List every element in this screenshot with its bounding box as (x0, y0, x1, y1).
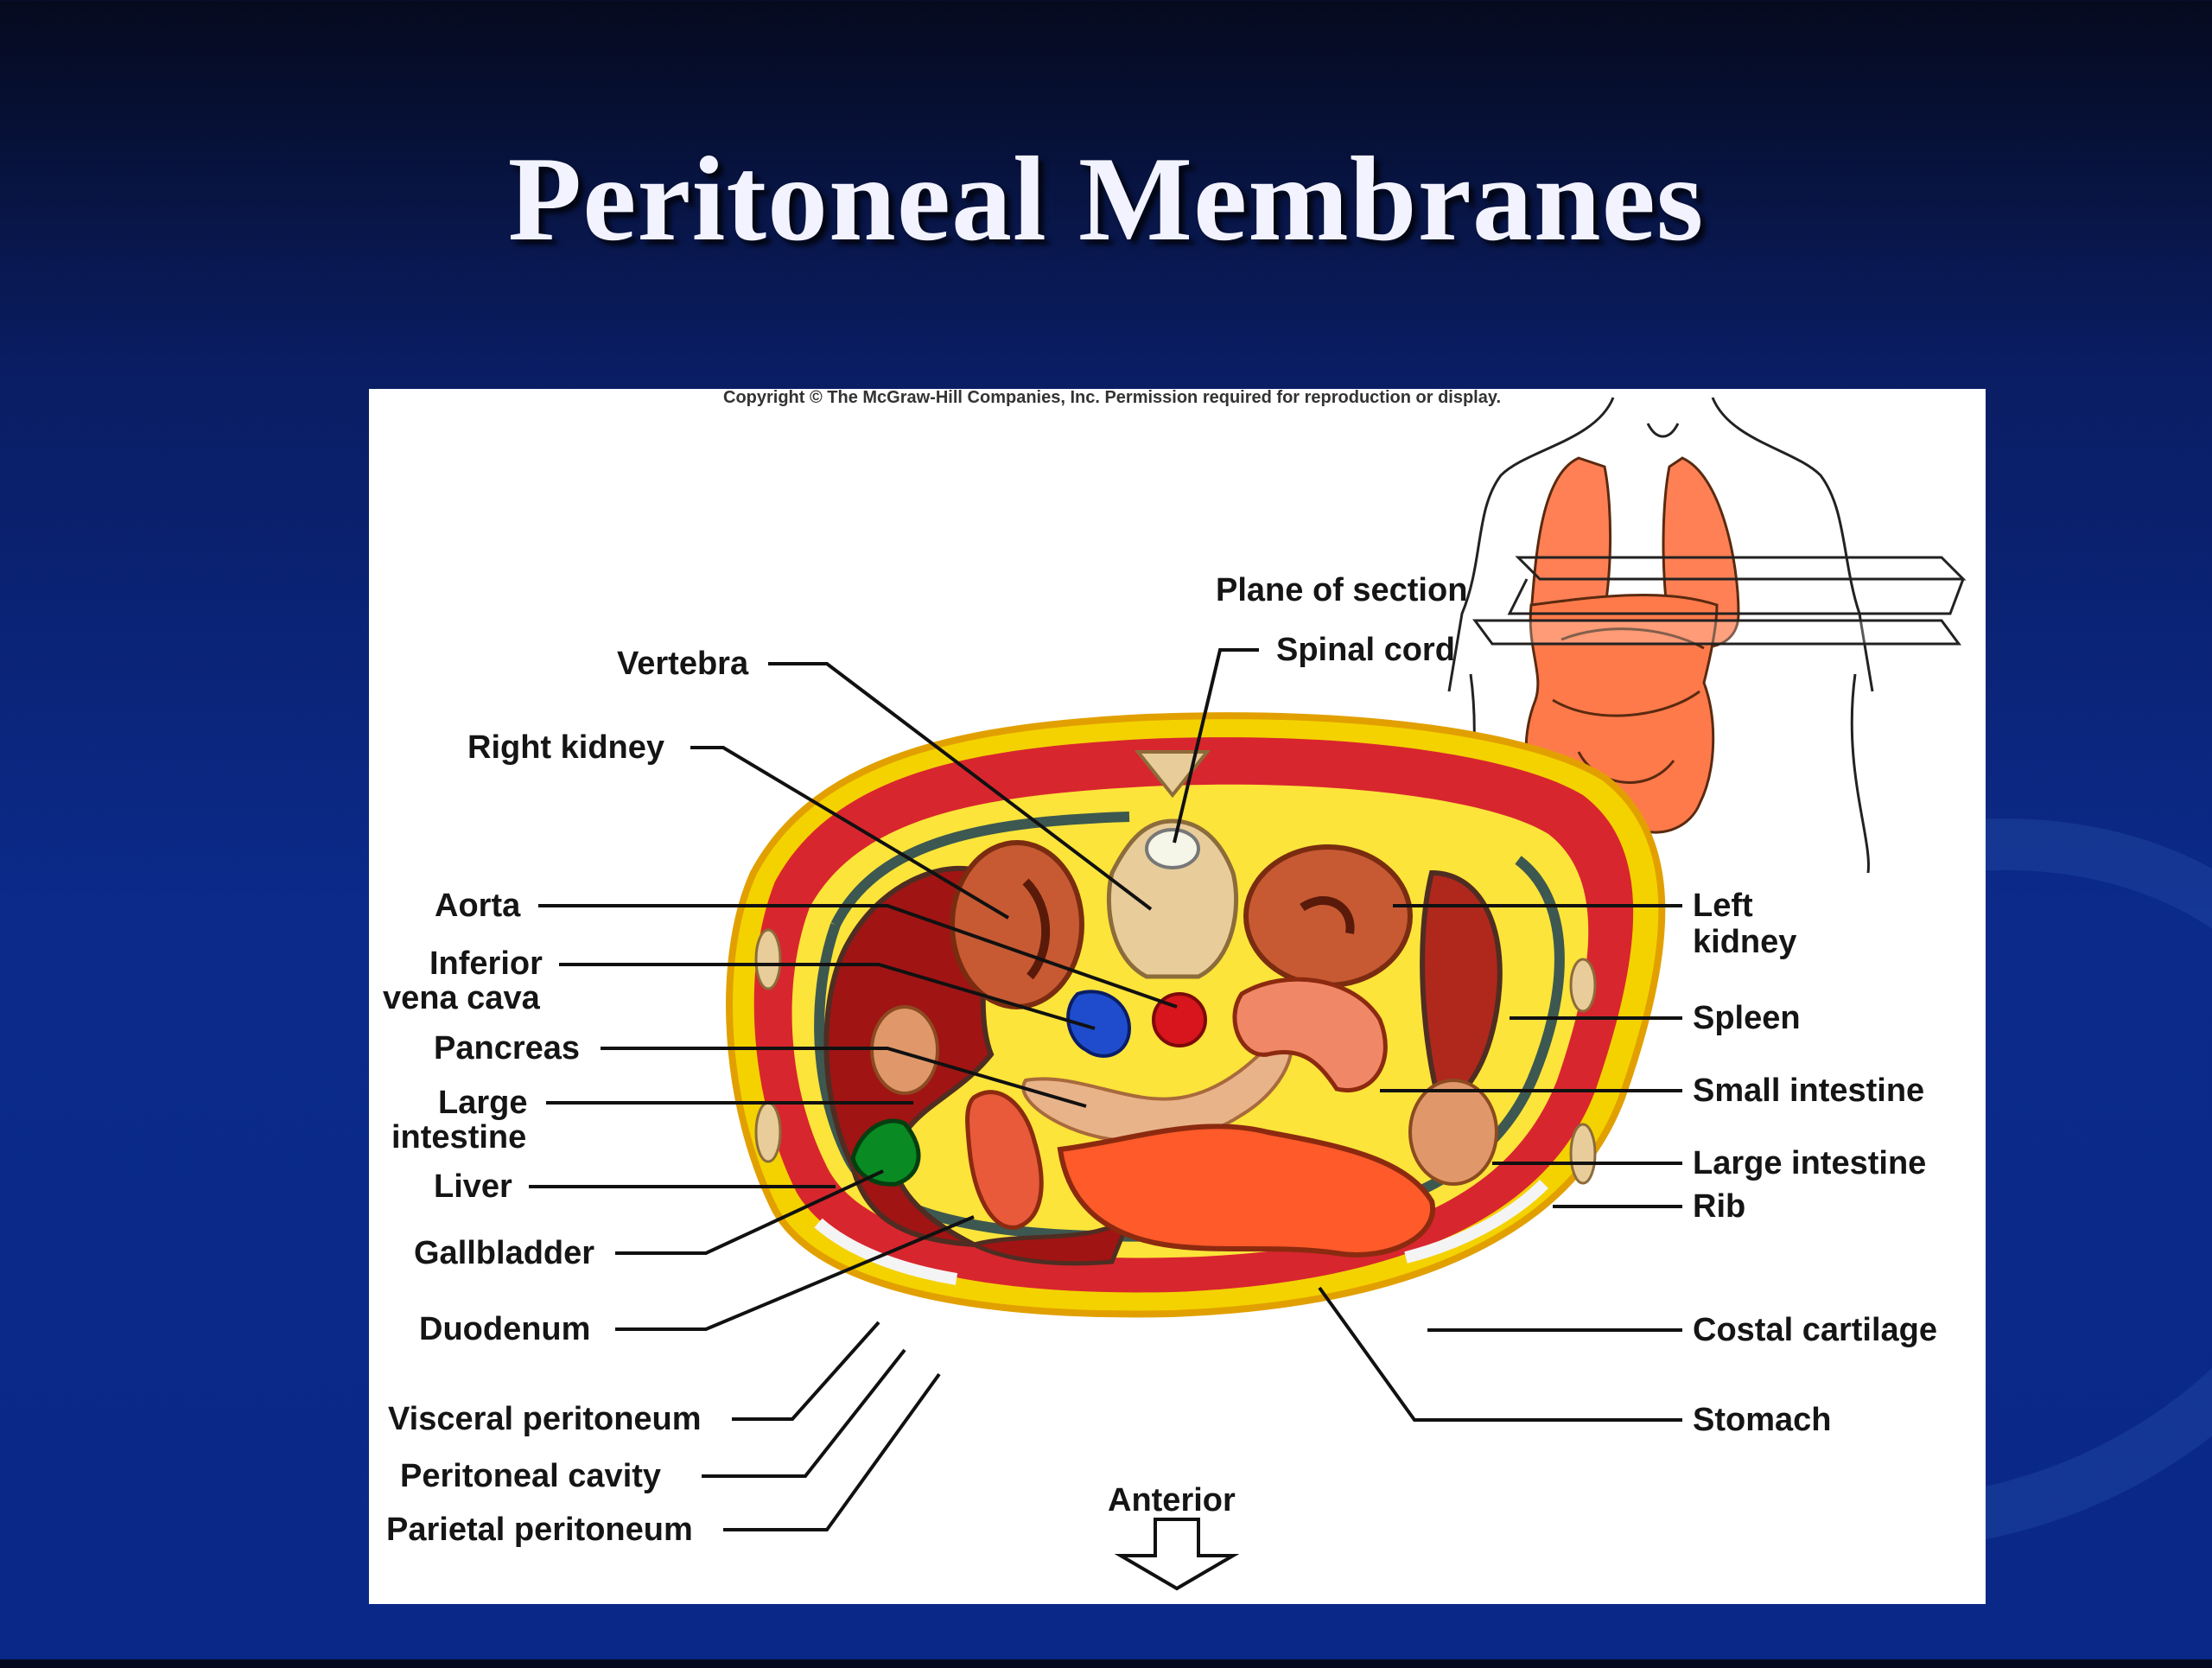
label-visceral-peritoneum: Visceral peritoneum (388, 1401, 702, 1437)
large-intestine-left-shape (1408, 1079, 1498, 1186)
aorta-shape (1152, 992, 1207, 1047)
label-left-kidney-line2: kidney (1693, 924, 1796, 960)
label-large-intestine-right: Large intestine (1693, 1145, 1926, 1181)
label-spinal-cord: Spinal cord (1276, 632, 1455, 668)
label-gallbladder: Gallbladder (414, 1235, 594, 1271)
label-stomach: Stomach (1693, 1402, 1831, 1438)
vertebra-shape (1106, 818, 1239, 979)
label-parietal-peritoneum: Parietal peritoneum (386, 1512, 693, 1548)
rib-shape-left (1569, 1123, 1597, 1185)
label-small-intestine: Small intestine (1693, 1073, 1924, 1109)
label-right-kidney: Right kidney (467, 729, 664, 766)
label-large-intestine-left-line2: intestine (391, 1119, 526, 1156)
label-vertebra: Vertebra (617, 646, 749, 682)
plane-of-section-heading: Plane of section (1216, 572, 1467, 608)
rib-shape-right (754, 928, 782, 990)
leader-lines (529, 648, 1682, 1531)
label-pancreas: Pancreas (434, 1030, 580, 1066)
costal-cartilage-shape (814, 1218, 958, 1285)
pancreas-shape (1021, 1026, 1294, 1144)
label-rib: Rib (1693, 1188, 1745, 1225)
cross-section-diagram: Copyright © The McGraw-Hill Companies, I… (383, 389, 1967, 1591)
duodenum-shape (965, 1090, 1044, 1230)
gallbladder-shape (850, 1118, 921, 1187)
label-left-kidney-line1: Left (1693, 888, 1753, 924)
label-peritoneal-cavity: Peritoneal cavity (400, 1458, 661, 1494)
label-liver: Liver (434, 1168, 512, 1205)
label-anterior: Anterior (1108, 1482, 1236, 1518)
anatomy-figure: Copyright © The McGraw-Hill Companies, I… (369, 389, 1986, 1604)
cross-section (726, 712, 1666, 1318)
stomach-shape (1057, 1124, 1436, 1257)
label-duodenum: Duodenum (419, 1311, 590, 1347)
anterior-arrow-icon (1114, 1518, 1240, 1591)
label-ivc-line1: Inferior (429, 945, 543, 982)
section-plane (1507, 556, 1967, 615)
left-kidney-shape (1243, 844, 1413, 988)
spinal-cord-shape (1145, 828, 1200, 869)
copyright-text: Copyright © The McGraw-Hill Companies, I… (723, 389, 1501, 407)
label-spleen: Spleen (1693, 1000, 1801, 1036)
ivc-shape (1066, 990, 1132, 1058)
label-costal-cartilage: Costal cartilage (1693, 1312, 1937, 1348)
small-intestine-shape (1232, 977, 1388, 1092)
right-kidney-shape (950, 840, 1084, 1009)
label-aorta: Aorta (435, 888, 521, 924)
spleen-shape (1420, 869, 1503, 1110)
label-large-intestine-left-line1: Large (438, 1085, 527, 1121)
slide-title: Peritoneal Membranes (507, 132, 1705, 266)
label-ivc-line2: vena cava (383, 980, 541, 1016)
torso-inset (1447, 397, 1967, 874)
